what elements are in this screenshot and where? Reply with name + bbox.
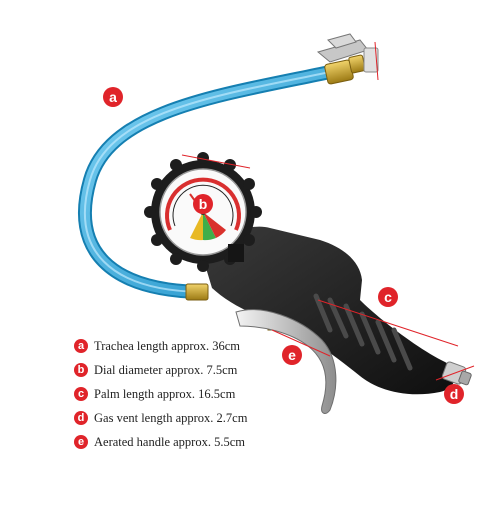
spec-badge-d: d xyxy=(74,411,88,425)
callout-e-badge: e xyxy=(282,345,302,365)
hose-fitting xyxy=(185,283,209,301)
spec-item-a: a Trachea length approx. 36cm xyxy=(74,334,334,358)
spec-text-b: Dial diameter approx. 7.5cm xyxy=(94,362,238,377)
spec-badge-a: a xyxy=(74,339,88,353)
spec-badge-e: e xyxy=(74,435,88,449)
callout-a-badge: a xyxy=(103,87,123,107)
callout-c-badge: c xyxy=(378,287,398,307)
callout-d-badge: d xyxy=(444,384,464,404)
spec-item-c: c Palm length approx. 16.5cm xyxy=(74,382,334,406)
spec-text-d: Gas vent length approx. 2.7cm xyxy=(94,410,248,425)
handle-guide xyxy=(271,329,331,357)
callout-b-badge: b xyxy=(193,194,213,214)
spec-badge-c: c xyxy=(74,387,88,401)
spec-badge-b: b xyxy=(74,363,88,377)
spec-item-b: b Dial diameter approx. 7.5cm xyxy=(74,358,334,382)
spec-text-e: Aerated handle approx. 5.5cm xyxy=(94,434,245,449)
air-chuck xyxy=(316,33,379,85)
spec-text-a: Trachea length approx. 36cm xyxy=(94,338,241,353)
spec-text-c: Palm length approx. 16.5cm xyxy=(94,386,236,401)
trigger-lever xyxy=(235,309,337,414)
spec-item-d: d Gas vent length approx. 2.7cm xyxy=(74,406,334,430)
spec-list: a Trachea length approx. 36cm b Dial dia… xyxy=(74,334,334,454)
palm-length-guide xyxy=(317,299,459,347)
spec-item-e: e Aerated handle approx. 5.5cm xyxy=(74,430,334,454)
gas-vent-guide xyxy=(435,365,475,381)
